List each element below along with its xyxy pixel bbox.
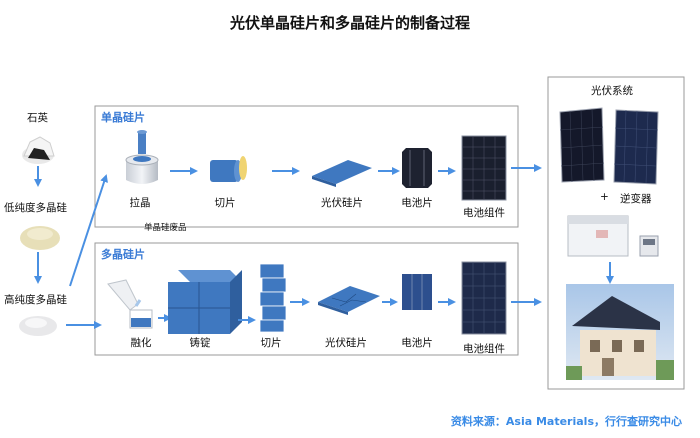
mono-ingot-slice-image <box>210 156 247 182</box>
pv-panel-mono-image <box>559 107 605 183</box>
crystal-puller-image <box>125 130 159 184</box>
pv-system-box <box>547 76 685 390</box>
plus-sign: + <box>600 191 609 203</box>
source-note: 资料来源：Asia Materials，行行查研究中心 <box>450 415 682 428</box>
poly-wafer-image <box>318 286 380 315</box>
poly-slices-image <box>259 263 287 333</box>
mono-box <box>94 105 519 228</box>
mono-step-wafer: 光伏硅片 <box>321 197 363 209</box>
melting-image <box>107 279 153 329</box>
pv-panel-poly-image <box>613 109 659 185</box>
poly-ingot-image <box>168 270 242 334</box>
poly-step-ingot: 铸锭 <box>189 337 211 349</box>
inverter-label: 逆变器 <box>620 193 652 205</box>
mono-step-cell: 电池片 <box>401 197 433 209</box>
mono-step-slicing: 切片 <box>214 197 236 209</box>
high-purity-silicon-image <box>19 316 57 336</box>
mono-step-module: 电池组件 <box>463 207 505 219</box>
mono-step-pulling: 拉晶 <box>129 197 151 209</box>
mono-wafer-image <box>312 160 372 187</box>
poly-step-wafer: 光伏硅片 <box>325 337 367 349</box>
inverter-image <box>567 215 659 257</box>
poly-step-melting: 融化 <box>130 337 152 349</box>
quartz-label: 石英 <box>27 112 48 124</box>
high-purity-silicon-label: 高纯度多晶硅 <box>4 294 67 306</box>
poly-step-slicing: 切片 <box>260 337 282 349</box>
low-purity-silicon-image <box>20 226 60 250</box>
poly-cell-image <box>402 274 432 310</box>
poly-module-image <box>461 261 507 335</box>
mono-waste-label: 单晶硅废品 <box>144 223 187 233</box>
pv-system-title: 光伏系统 <box>591 85 633 97</box>
low-purity-silicon-label: 低纯度多晶硅 <box>4 202 67 214</box>
poly-step-module: 电池组件 <box>463 343 505 355</box>
mono-module-image <box>461 135 507 201</box>
poly-step-cell: 电池片 <box>401 337 433 349</box>
mono-cell-image <box>402 148 432 188</box>
quartz-image <box>22 136 55 164</box>
mono-box-title: 单晶硅片 <box>101 111 145 124</box>
house-image <box>566 284 674 380</box>
poly-box-title: 多晶硅片 <box>101 248 145 261</box>
poly-box <box>94 242 519 356</box>
page-title: 光伏单晶硅片和多晶硅片的制备过程 <box>229 14 470 32</box>
